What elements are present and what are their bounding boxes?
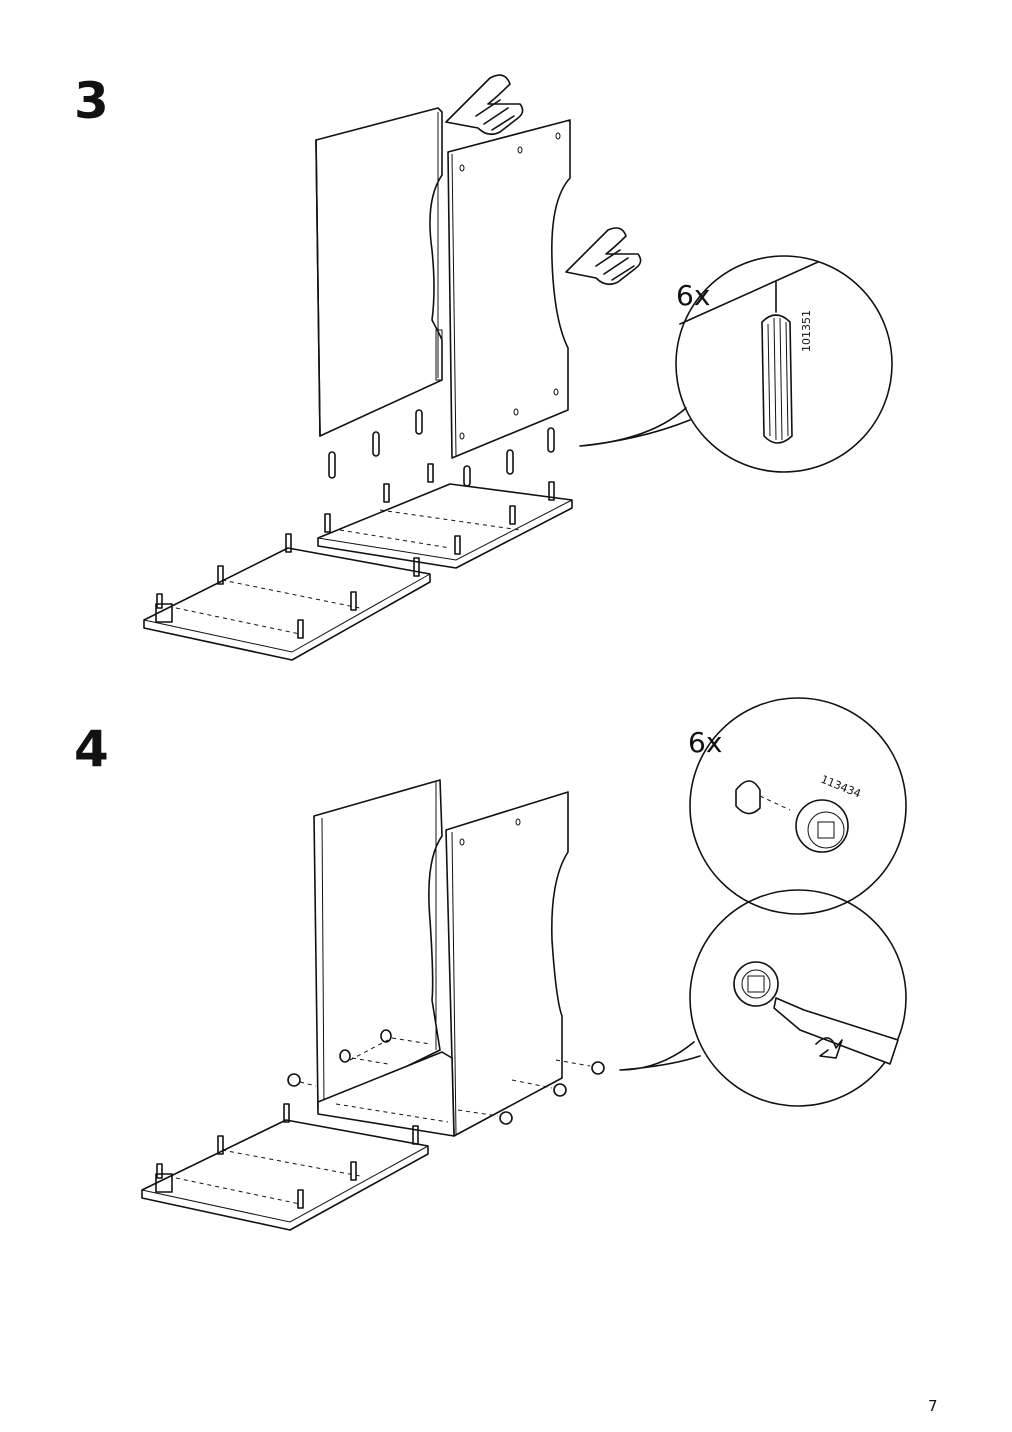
step-4-illustration xyxy=(141,697,907,1231)
step-3-part-number: 101351 xyxy=(800,310,813,352)
cam-bolts xyxy=(156,463,555,639)
step-3-quantity: 6x xyxy=(676,279,710,312)
step-4-quantity: 6x xyxy=(688,726,722,759)
right-side-panel xyxy=(447,119,571,459)
dowel-callout xyxy=(579,255,893,473)
cam-locks xyxy=(287,1029,605,1125)
step-4-number: 4 xyxy=(74,720,109,778)
step-4-front-base xyxy=(141,1103,429,1231)
press-hand-icon-2 xyxy=(565,227,642,286)
press-hand-icon xyxy=(445,74,524,136)
step-3-number: 3 xyxy=(74,72,109,130)
front-base-board xyxy=(143,547,431,661)
assembled-left-panel xyxy=(313,779,443,1111)
screwdriver-callout xyxy=(619,889,907,1107)
back-base-board xyxy=(317,483,573,569)
left-side-panel xyxy=(315,107,443,437)
assembled-right-panel xyxy=(445,791,569,1137)
assembled-base xyxy=(317,1039,455,1137)
page-number: 7 xyxy=(928,1397,938,1415)
cam-lock-callout xyxy=(689,697,907,915)
step-4-part-number: 113434 xyxy=(819,773,863,801)
step-3-illustration xyxy=(143,74,893,661)
